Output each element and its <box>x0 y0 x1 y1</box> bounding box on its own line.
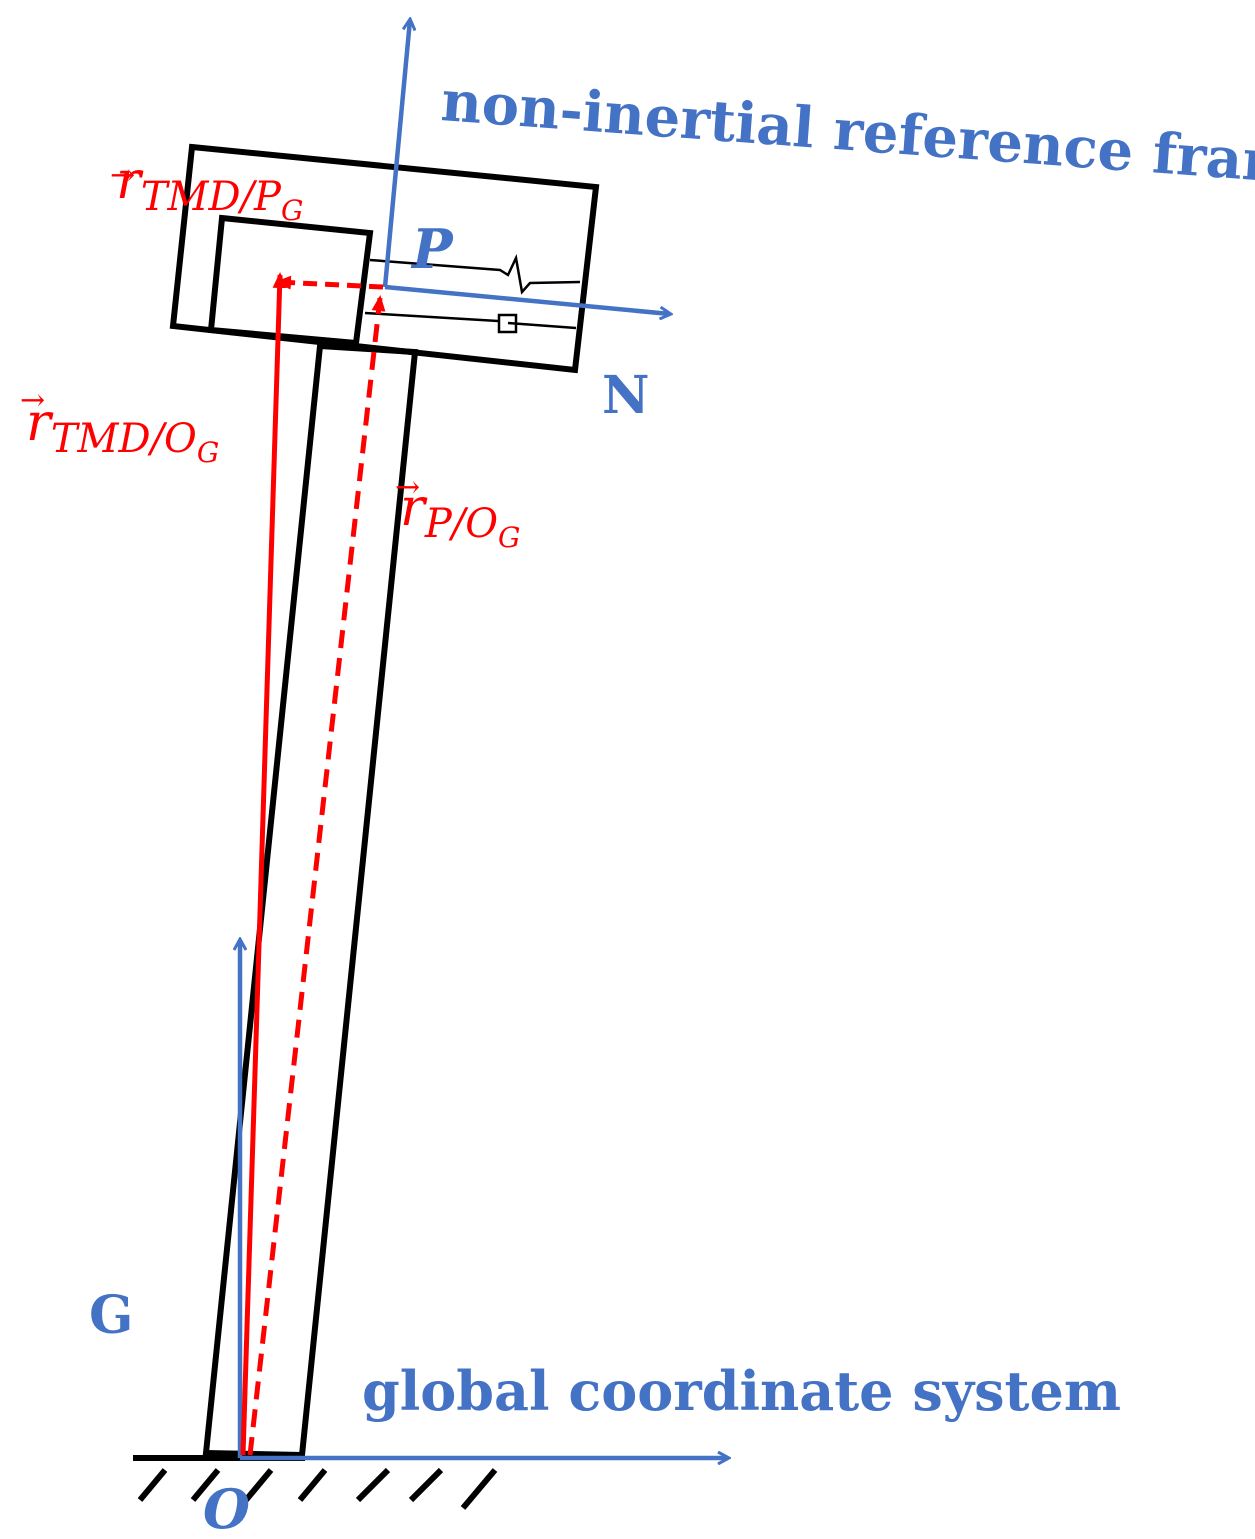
tmd-spring <box>369 253 581 295</box>
vector-subscript: TMD/P <box>141 174 282 220</box>
svg-text:rTMD/PG: rTMD/PG <box>116 151 303 227</box>
vector-r-tmd-pg <box>275 275 384 290</box>
frame-n-label: N <box>602 365 650 426</box>
vector-subscript: TMD/O <box>51 416 197 462</box>
svg-text:rTMD/OG: rTMD/OG <box>26 393 219 469</box>
vector-base: r <box>26 393 54 453</box>
vector-arrow-glyph: → <box>395 470 420 505</box>
vector-r-tmd-og <box>240 272 287 1456</box>
tmd-mass <box>207 214 374 347</box>
vector-arrow-glyph: → <box>20 383 45 418</box>
tower <box>202 342 419 1459</box>
ground <box>133 1455 498 1510</box>
vector-base: r <box>116 151 144 211</box>
vector-base: r <box>400 478 428 538</box>
vector-arrow-glyph: → <box>110 158 135 193</box>
global-system-label: global coordinate system <box>362 1359 1121 1423</box>
frame-g-label: G <box>89 1285 133 1346</box>
non-inertial-frame-label: non-inertial reference frame <box>439 68 1255 200</box>
svg-text:rP/OG: rP/OG <box>400 478 520 554</box>
ground-hatch <box>137 1467 498 1510</box>
origin-o-label: O <box>203 1477 250 1539</box>
vector-subscript: P/O <box>424 501 498 547</box>
vector-sub-subscript: G <box>197 436 219 469</box>
vector-sub-subscript: G <box>281 194 303 227</box>
point-p-label: P <box>410 217 454 281</box>
tmd-damper <box>364 311 577 334</box>
label-r-tmd-og: → rTMD/OG <box>20 383 219 469</box>
local-vertical-axis <box>382 20 410 288</box>
label-r-p-og: → rP/OG <box>395 470 520 554</box>
local-horizontal-axis <box>384 284 670 314</box>
vector-sub-subscript: G <box>498 521 520 554</box>
label-r-tmd-pg: → rTMD/PG <box>110 151 303 227</box>
nacelle-housing <box>169 143 600 374</box>
